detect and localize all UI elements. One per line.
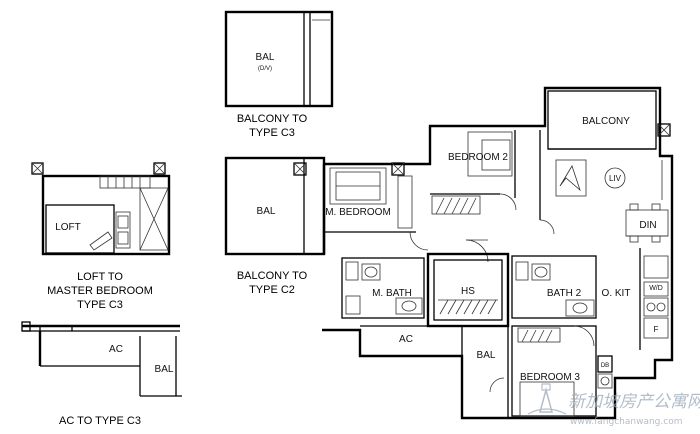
balcony-c2-plan: BAL bbox=[224, 156, 326, 256]
room-label-f: F bbox=[654, 325, 659, 334]
room-label-balcony: BALCONY bbox=[582, 116, 630, 127]
caption-loft-line2: MASTER BEDROOM bbox=[47, 285, 153, 297]
caption-balcony-c3-line2: TYPE C3 bbox=[249, 127, 295, 139]
caption-balcony-c2-line1: BALCONY TO bbox=[237, 270, 308, 282]
room-label-loft: LOFT bbox=[55, 222, 81, 233]
watermark: 新加坡房产公寓网 www.fangchanwang.com bbox=[527, 383, 700, 427]
main-unit-plan: BALCONY BEDROOM 2 M. BEDROOM LIV DIN bbox=[293, 86, 674, 420]
room-label-bal-dv: BAL bbox=[256, 52, 275, 63]
room-label-wd: W/D bbox=[649, 285, 663, 292]
ac-c3-plan: AC BAL bbox=[21, 321, 182, 397]
watermark-text: 新加坡房产公寓网 bbox=[568, 392, 700, 412]
room-label-ac-main: AC bbox=[399, 334, 413, 345]
room-label-liv: LIV bbox=[609, 174, 622, 183]
room-label-bedroom3: BEDROOM 3 bbox=[520, 372, 580, 383]
room-label-bedroom2: BEDROOM 2 bbox=[448, 152, 508, 163]
room-label-bal-mid: BAL bbox=[257, 206, 276, 217]
room-label-db: DB bbox=[601, 363, 609, 369]
caption-balcony-c3-line1: BALCONY TO bbox=[237, 113, 308, 125]
room-label-hs: HS bbox=[461, 286, 475, 297]
lighthouse-icon bbox=[527, 383, 567, 415]
room-label-o-kit: O. KIT bbox=[602, 288, 631, 299]
room-label-bal-small: BAL bbox=[155, 364, 174, 375]
balcony-c3-plan: BAL (D/V) bbox=[224, 10, 334, 108]
room-label-dv: (D/V) bbox=[258, 66, 272, 72]
loft-plan: LOFT bbox=[31, 162, 171, 256]
room-label-din: DIN bbox=[639, 220, 656, 231]
caption-balcony-c2-line2: TYPE C2 bbox=[249, 284, 295, 296]
room-label-ac-small: AC bbox=[109, 344, 123, 355]
room-label-m-bedroom: M. BEDROOM bbox=[325, 207, 391, 218]
room-label-m-bath: M. BATH bbox=[372, 288, 412, 299]
caption-loft-line1: LOFT TO bbox=[77, 271, 123, 283]
caption-loft-line3: TYPE C3 bbox=[77, 299, 123, 311]
watermark-url: www.fangchanwang.com bbox=[570, 417, 682, 427]
room-label-bath2: BATH 2 bbox=[547, 288, 582, 299]
caption-ac-c3: AC TO TYPE C3 bbox=[59, 415, 141, 427]
room-label-bal-bottom: BAL bbox=[477, 350, 496, 361]
